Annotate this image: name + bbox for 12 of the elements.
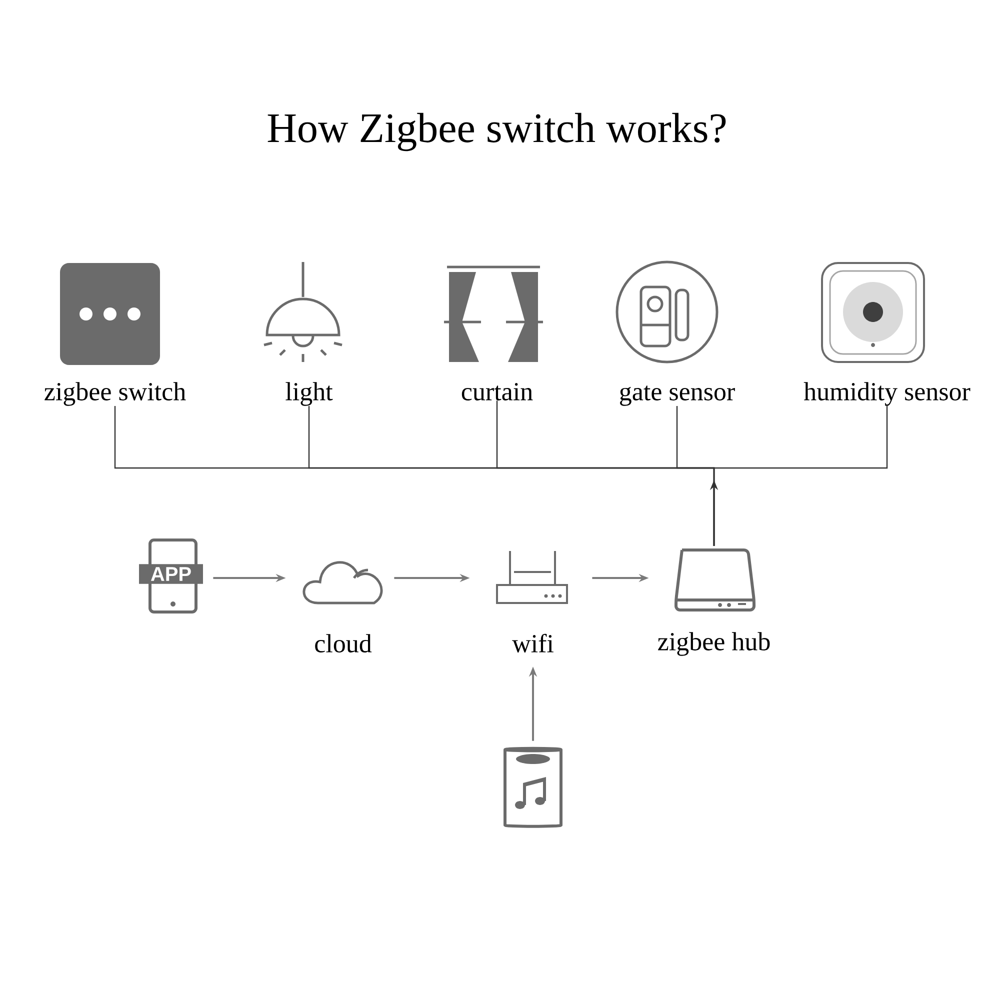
device-label: zigbee hub [658, 632, 770, 656]
speaker-icon [504, 746, 562, 828]
device-label: wifi [512, 634, 554, 652]
device-label: humidity sensor [804, 382, 970, 406]
device-label: curtain [462, 382, 533, 400]
device-label: zigbee switch [44, 382, 186, 406]
device-label: cloud [315, 634, 372, 652]
title: How Zigbee switch works? [268, 112, 726, 152]
connector-line [713, 406, 888, 546]
device-label: gate sensor [620, 386, 735, 406]
device-label: light [286, 382, 333, 406]
app-label: APP [139, 564, 203, 584]
